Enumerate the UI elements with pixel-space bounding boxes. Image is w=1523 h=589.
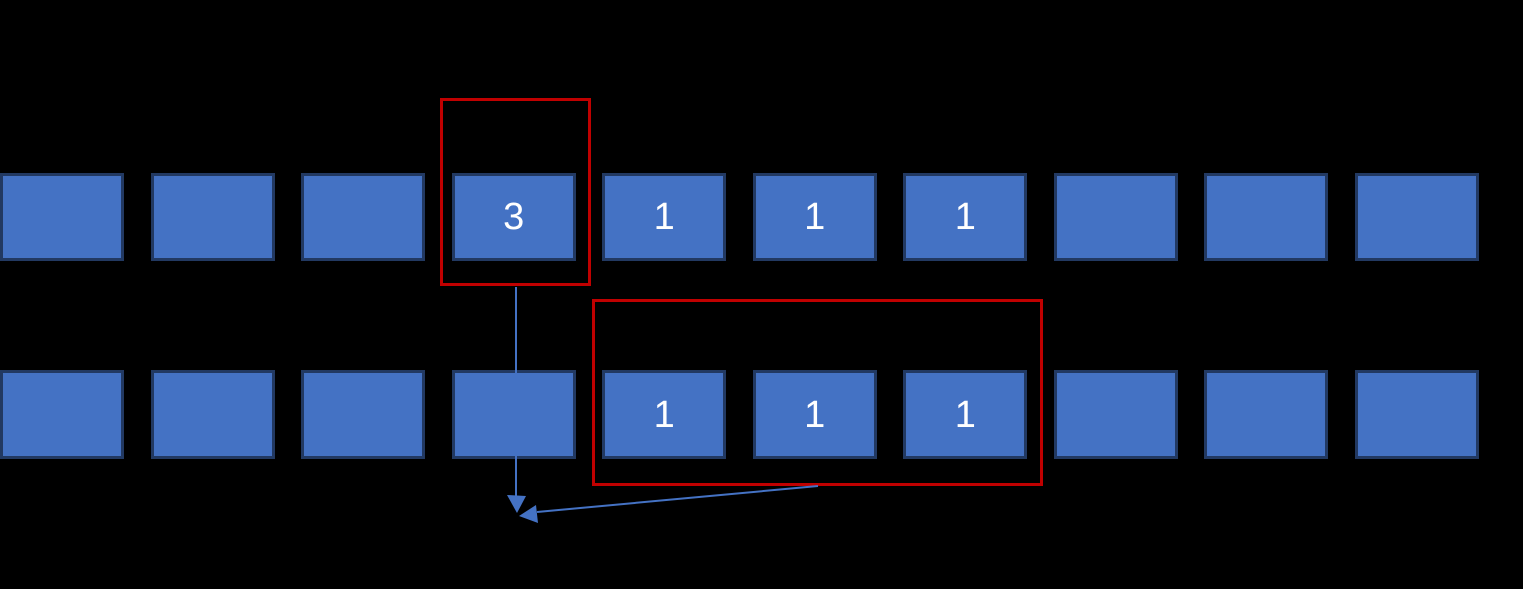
- array-cell: [150, 370, 275, 459]
- array-cell: [1354, 173, 1479, 261]
- array-cell: [451, 370, 576, 459]
- array-cell: 1: [752, 173, 877, 261]
- array-cell-grouped: 1: [602, 370, 727, 459]
- array-cell: [150, 173, 275, 261]
- array-cell: 1: [903, 173, 1028, 261]
- array-cell: [1204, 370, 1329, 459]
- arrowhead-left-icon: [519, 505, 538, 523]
- array-cell: [301, 173, 426, 261]
- array-cell: [0, 370, 124, 459]
- array-cell: 1: [602, 173, 727, 261]
- bottom-row: 1 1 1: [0, 370, 1479, 459]
- array-cell-grouped: 1: [752, 370, 877, 459]
- array-cell: [301, 370, 426, 459]
- array-cell: [1204, 173, 1329, 261]
- array-cell-selected: 3: [451, 173, 576, 261]
- array-cell: [1354, 370, 1479, 459]
- connector-arrow-diagonal: [536, 485, 819, 513]
- array-cell: [1053, 173, 1178, 261]
- array-cell-grouped: 1: [903, 370, 1028, 459]
- array-cell: [1053, 370, 1178, 459]
- array-cell: [0, 173, 124, 261]
- arrowhead-down-icon: [507, 495, 526, 513]
- highlight-box-group: [592, 299, 1043, 486]
- top-row: 3 1 1 1: [0, 173, 1479, 261]
- highlight-box-selected-cell: [440, 98, 591, 286]
